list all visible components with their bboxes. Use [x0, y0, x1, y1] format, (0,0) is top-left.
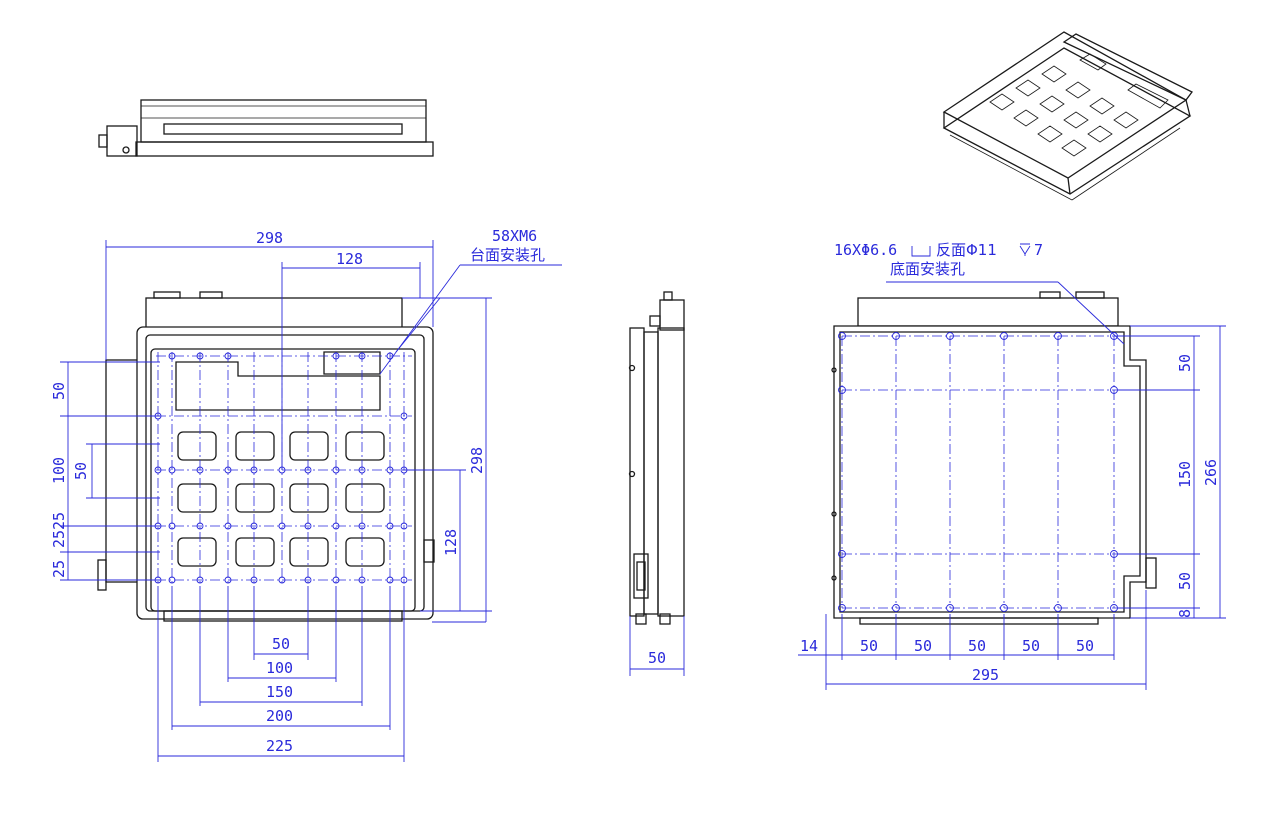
- dim-front-left-25c: 25: [50, 512, 68, 530]
- front-table-holes: [154, 352, 408, 584]
- dim-bottom-right-8: 8: [1176, 609, 1194, 618]
- dim-front-top-298: 298: [256, 229, 283, 247]
- dim-front-left-50: 50: [50, 382, 68, 400]
- dim-bottom-50-4: 50: [1022, 637, 1040, 655]
- dim-front-left-100: 100: [50, 457, 68, 484]
- dim-front-left-25a: 25: [50, 530, 68, 548]
- bottom-grid-centerlines: [841, 335, 1118, 609]
- dim-bottom-50-2: 50: [914, 637, 932, 655]
- isometric-view: [942, 31, 1193, 201]
- callout-notes: 58XM6 台面安装孔 16XΦ6.6 反面Φ11 7 底面安装孔: [470, 227, 1043, 278]
- dim-front-bottom-50: 50: [272, 635, 290, 653]
- dim-bottom-50-5: 50: [1076, 637, 1094, 655]
- side-view: [628, 291, 685, 676]
- bottom-dimensions: [798, 281, 1226, 690]
- note-bottom-holes-label: 底面安装孔: [890, 260, 965, 278]
- dim-bottom-50-1: 50: [860, 637, 878, 655]
- dim-bottom-295: 295: [972, 666, 999, 684]
- dim-bottom-right-50b: 50: [1176, 572, 1194, 590]
- front-dimensions: [60, 240, 562, 762]
- dim-front-right-298: 298: [468, 447, 486, 474]
- bottom-mount-holes: [838, 332, 1118, 612]
- note-bottom-holes-depth: 7: [1034, 241, 1043, 259]
- note-top-holes-spec: 58XM6: [492, 227, 537, 245]
- iso-pockets: [989, 65, 1139, 157]
- note-bottom-holes-counterbore: 反面Φ11: [936, 241, 997, 259]
- depth-symbol: [1019, 243, 1031, 256]
- dim-bottom-50-3: 50: [968, 637, 986, 655]
- front-grid-centerlines: [156, 352, 412, 586]
- note-bottom-holes-spec: 16XΦ6.6: [834, 241, 897, 259]
- dim-side-bottom-50: 50: [648, 649, 666, 667]
- dim-front-left-50b: 50: [72, 462, 90, 480]
- bottom-view: [831, 291, 1157, 625]
- dim-front-right-128: 128: [442, 529, 460, 556]
- note-top-holes-label: 台面安装孔: [470, 246, 545, 264]
- dim-front-bottom-100: 100: [266, 659, 293, 677]
- dim-front-top-128: 128: [336, 250, 363, 268]
- dim-bottom-14: 14: [800, 637, 818, 655]
- dim-front-bottom-225: 225: [266, 737, 293, 755]
- dim-front-bottom-150: 150: [266, 683, 293, 701]
- dim-bottom-right-50a: 50: [1176, 354, 1194, 372]
- front-view: [97, 291, 435, 622]
- top-view: [98, 99, 434, 157]
- dimension-labels: 298 128 50 100 50 25 25 25 298 128 50 10…: [50, 229, 1220, 755]
- dim-front-left-25b: 25: [50, 560, 68, 578]
- counterbore-symbol: [911, 246, 931, 257]
- front-pockets: [177, 431, 385, 567]
- dim-bottom-right-150: 150: [1176, 461, 1194, 488]
- dim-bottom-right-266: 266: [1202, 459, 1220, 486]
- dim-front-bottom-200: 200: [266, 707, 293, 725]
